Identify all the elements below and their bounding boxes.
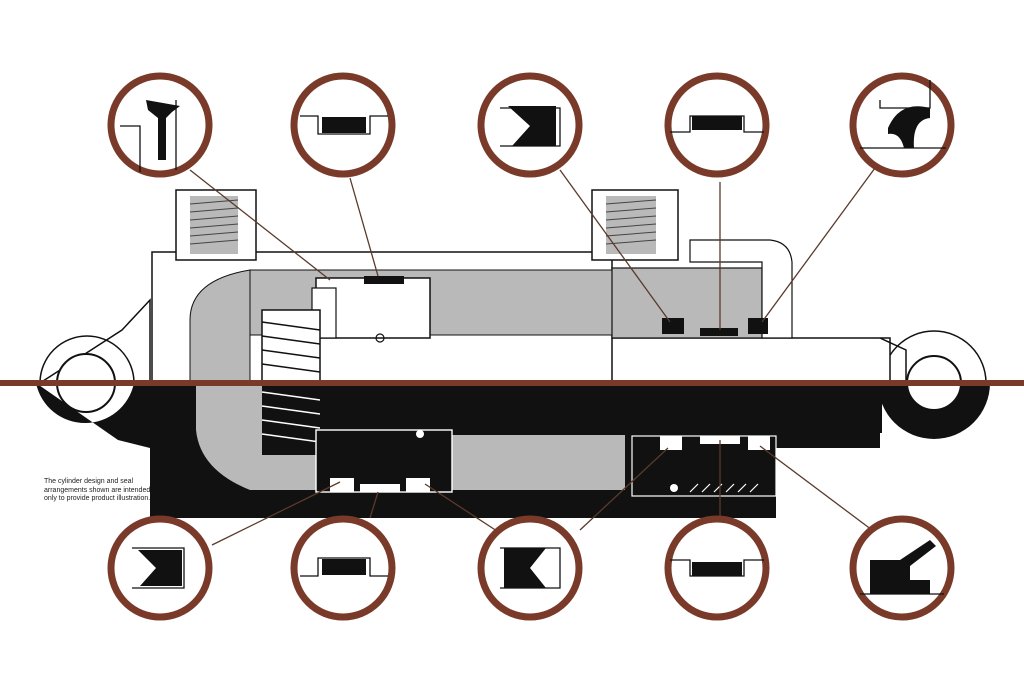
left-port: [175, 189, 257, 261]
right-port: [591, 189, 679, 261]
callout-bottom-3: [477, 515, 583, 621]
gland-seals-upper: [662, 318, 768, 336]
callout-top-3: [477, 72, 583, 178]
barrel-lower-section: [150, 383, 880, 518]
left-clevis-eye: [36, 298, 151, 448]
callout-top-4: [664, 72, 770, 178]
callout-top-2: [290, 72, 396, 178]
callout-bottom-5: [849, 515, 955, 621]
right-clevis-eye: [878, 330, 990, 439]
caption-note: The cylinder design and seal arrangement…: [44, 478, 151, 503]
callout-bottom-4: [664, 515, 770, 621]
callout-bottom-2: [290, 515, 396, 621]
callout-top-5: [849, 72, 955, 178]
callout-top-1: [107, 72, 213, 178]
cylinder-assembly: [36, 189, 990, 518]
callout-bottom-1: [107, 515, 213, 621]
leader-lines: [189, 167, 876, 546]
piston-upper: [311, 276, 431, 343]
